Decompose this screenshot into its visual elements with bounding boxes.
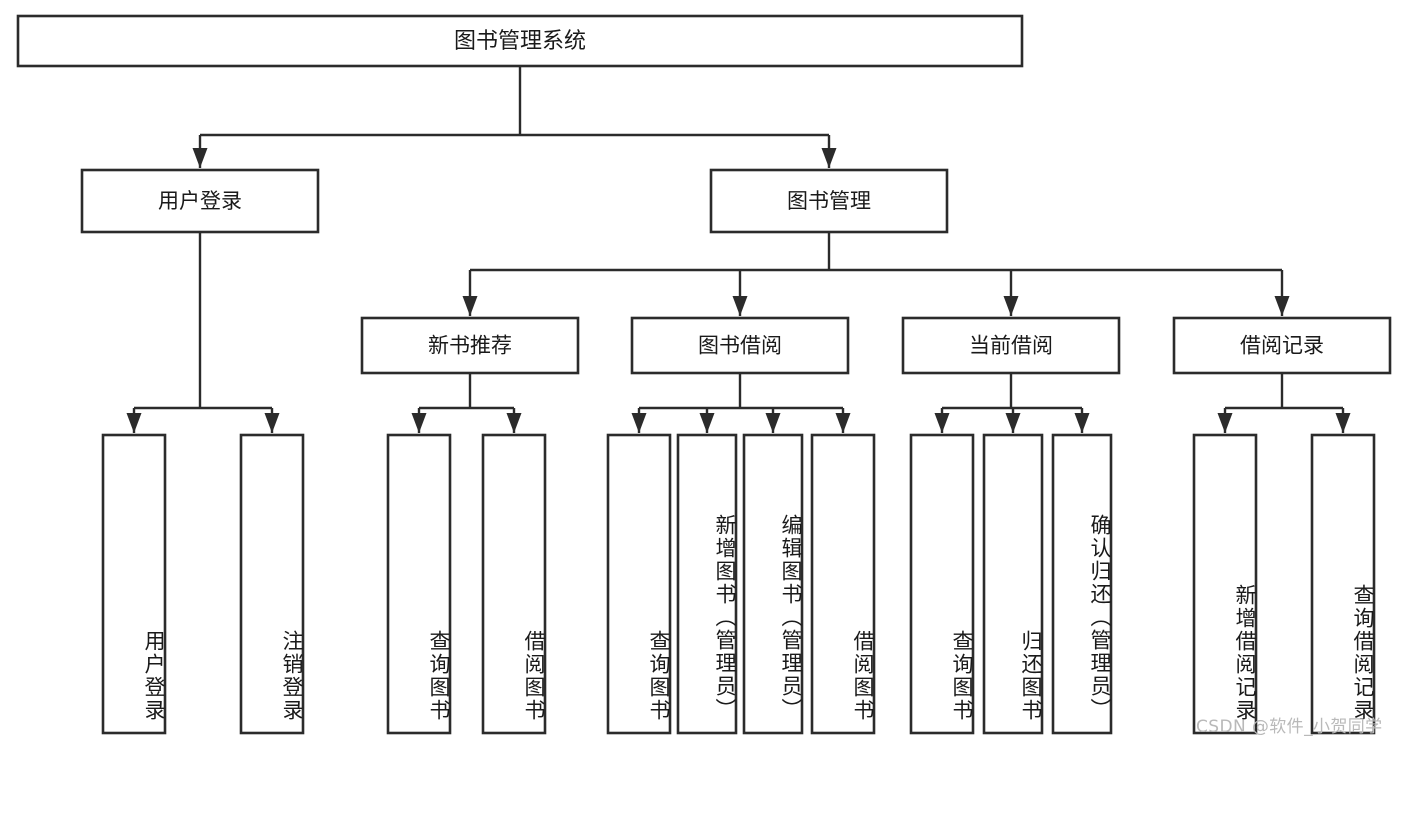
- node-box-leaf-borrow-book-2[interactable]: [810, 433, 876, 735]
- arrow-head-icon: [1005, 413, 1021, 433]
- watermark-text: CSDN @软件_小贺同学: [1196, 717, 1383, 737]
- node-box-leaf-query-book-2[interactable]: [606, 433, 672, 735]
- node-label-root: 图书管理系统: [454, 29, 586, 54]
- node-box-leaf-query-borrow-record[interactable]: [1310, 433, 1376, 735]
- arrow-head-icon: [192, 148, 208, 168]
- arrow-head-icon: [821, 148, 837, 168]
- arrow-head-icon: [835, 413, 851, 433]
- node-box-root[interactable]: [16, 14, 1024, 68]
- connector-layer: [126, 66, 1351, 433]
- node-box-leaf-return-book[interactable]: [982, 433, 1044, 735]
- node-box-current-borrow[interactable]: [901, 316, 1121, 375]
- arrow-head-icon: [1217, 413, 1233, 433]
- node-box-leaf-confirm-return-admin[interactable]: [1051, 433, 1113, 735]
- node-box-leaf-add-borrow-record[interactable]: [1192, 433, 1258, 735]
- arrow-head-icon: [1274, 296, 1290, 316]
- arrow-head-icon: [264, 413, 280, 433]
- node-label-new-book-recommend: 新书推荐: [428, 334, 512, 358]
- node-box-leaf-add-book-admin[interactable]: [676, 433, 738, 735]
- node-label-book-manage: 图书管理: [787, 189, 871, 213]
- node-box-leaf-logout[interactable]: [239, 433, 305, 735]
- arrow-head-icon: [126, 413, 142, 433]
- arrow-head-icon: [934, 413, 950, 433]
- diagram-root: 图书管理系统用户登录图书管理新书推荐图书借阅当前借阅借阅记录 用户登录注销登录查…: [16, 14, 1392, 737]
- arrow-head-icon: [765, 413, 781, 433]
- node-box-user-login[interactable]: [80, 168, 320, 234]
- arrow-head-icon: [506, 413, 522, 433]
- arrow-head-icon: [631, 413, 647, 433]
- arrow-head-icon: [462, 296, 478, 316]
- arrow-head-icon: [1003, 296, 1019, 316]
- node-label-current-borrow: 当前借阅: [969, 334, 1053, 358]
- node-box-layer: [16, 14, 1392, 735]
- node-box-leaf-user-login[interactable]: [101, 433, 167, 735]
- node-box-book-borrow[interactable]: [630, 316, 850, 375]
- node-box-leaf-query-book-3[interactable]: [909, 433, 975, 735]
- arrow-head-icon: [1335, 413, 1351, 433]
- node-box-book-manage[interactable]: [709, 168, 949, 234]
- node-box-leaf-query-book-1[interactable]: [386, 433, 452, 735]
- arrow-head-icon: [411, 413, 427, 433]
- node-label-borrow-record: 借阅记录: [1240, 334, 1324, 358]
- arrow-head-icon: [699, 413, 715, 433]
- node-label-book-borrow: 图书借阅: [698, 334, 782, 358]
- arrow-head-icon: [732, 296, 748, 316]
- node-label-user-login: 用户登录: [158, 189, 242, 213]
- node-box-leaf-borrow-book-1[interactable]: [481, 433, 547, 735]
- node-box-borrow-record[interactable]: [1172, 316, 1392, 375]
- arrow-head-icon: [1074, 413, 1090, 433]
- node-box-new-book-recommend[interactable]: [360, 316, 580, 375]
- node-box-leaf-edit-book-admin[interactable]: [742, 433, 804, 735]
